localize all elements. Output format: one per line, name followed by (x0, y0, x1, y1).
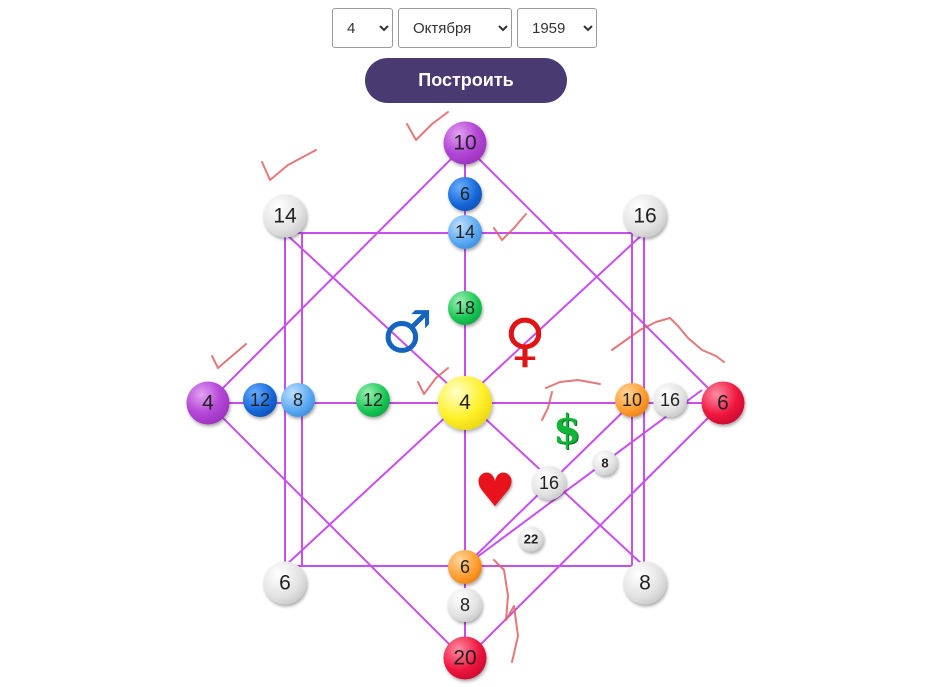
ball-top: 10 (443, 121, 487, 165)
ball-right-inner-1: 10 (615, 383, 649, 417)
ball-left-inner-1: 12 (243, 383, 277, 417)
ball-right: 6 (701, 381, 745, 425)
ball-right-inner-2: 16 (653, 383, 687, 417)
ball-top-right: 16 (623, 194, 667, 238)
ball-bottom-inner-1: 6 (448, 550, 482, 584)
ball-top-left: 14 (263, 194, 307, 238)
female-icon: ♀ (503, 306, 547, 374)
ball-spine-upper: 18 (448, 291, 482, 325)
male-icon: ♂ (381, 298, 433, 366)
ball-bottom-right: 8 (623, 561, 667, 605)
money-line (464, 389, 703, 567)
ball-love-line-3: 22 (518, 526, 544, 552)
ball-center: 4 (438, 376, 492, 430)
year-select[interactable]: 1959 (517, 8, 597, 48)
birthdate-selects: 4 Октября 1959 (332, 8, 597, 48)
ball-top-inner-1: 6 (448, 177, 482, 211)
ball-top-inner-2: 14 (448, 215, 482, 249)
ball-bottom-left: 6 (263, 561, 307, 605)
ball-bottom-inner-2: 8 (448, 588, 482, 622)
ball-spine-left: 12 (356, 383, 390, 417)
ball-love-line-1: 16 (532, 466, 566, 500)
ball-bottom: 20 (443, 636, 487, 680)
ball-left: 4 (186, 381, 230, 425)
heart-icon: ♥ (474, 463, 516, 517)
ball-left-inner-2: 8 (281, 383, 315, 417)
dollar-icon: $ (553, 406, 581, 453)
month-select[interactable]: Октября (398, 8, 512, 48)
ball-love-line-2: 8 (592, 450, 618, 476)
build-button[interactable]: Построить (365, 58, 567, 103)
day-select[interactable]: 4 (332, 8, 393, 48)
